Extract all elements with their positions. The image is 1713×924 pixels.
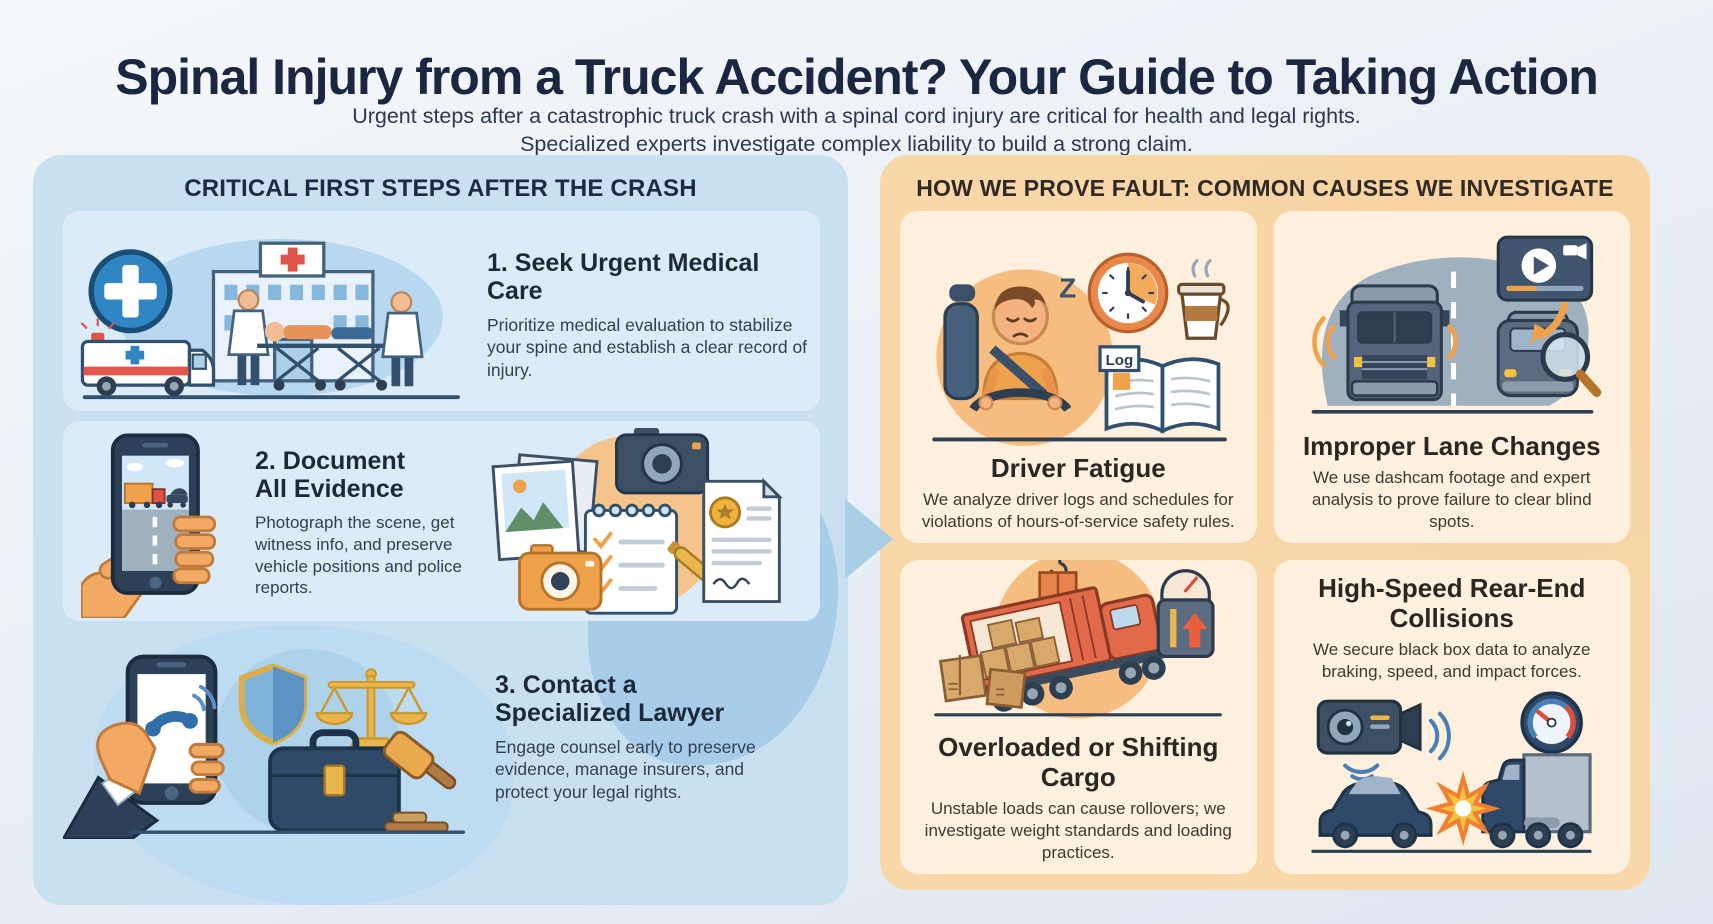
critical-steps-panel: CRITICAL FIRST STEPS AFTER THE CRASH [33,155,848,905]
arrow-icon [1539,301,1569,340]
photo-icon [491,453,599,562]
truck-front-icon [1340,284,1450,401]
medical-care-illustration [80,238,460,400]
medical-cross-icon [88,249,173,334]
cargo-illustration-wrap [923,560,1233,726]
scales-icon [315,668,428,750]
cause-title: Improper Lane Changes [1302,430,1601,461]
dashcam-icon [1316,699,1422,755]
step3-title: 3. Contact a Specialized Lawyer [495,671,725,727]
cause-card-lane-changes: Improper Lane Changes We use dashcam foo… [1273,211,1630,543]
rear-end-illustration-wrap [1304,683,1599,864]
cause-body: We secure black box data to analyze brak… [1312,639,1591,681]
gavel-icon [382,730,457,833]
right-panel-header: HOW WE PROVE FAULT: COMMON CAUSES WE INV… [916,175,1614,201]
cause-title: Overloaded or Shifting Cargo [938,731,1219,792]
legal-items-illustration [63,648,465,839]
camera-orange-icon [518,544,603,611]
ambulance-icon [80,318,216,397]
cause-body: We use dashcam footage and expert analys… [1311,467,1592,531]
camera-icon [615,428,710,495]
signal-waves-icon [1312,315,1458,368]
driver-fatigue-illustration: Z [932,252,1230,446]
step2-title: 2. Document All Evidence [255,447,406,503]
lane-change-illustration [1311,235,1602,414]
page-subtitle: Urgent steps after a catastrophic truck … [352,103,1361,156]
step-contact-lawyer: 3. Contact a Specialized Lawyer Engage c… [63,635,820,897]
step2-body: Photograph the scene, get witness info, … [255,513,462,598]
page-title: Spinal Injury from a Truck Accident? You… [115,48,1598,105]
cause-card-rear-end: High-Speed Rear-End Collisions We secure… [1273,560,1630,874]
cause-card-driver-fatigue: Z [900,211,1257,543]
sleep-z-text: Z [1059,272,1076,303]
video-player-icon [1496,235,1594,302]
explosion-icon [1425,770,1501,846]
step1-title: 1. Seek Urgent Medical Care [487,249,760,305]
boxes-icon [939,654,1027,709]
cause-body: We analyze driver logs and schedules for… [921,489,1235,531]
cargo-illustration [934,560,1223,719]
rear-end-illustration [1311,691,1592,853]
gripping-fingers [172,515,217,585]
sleepy-driver-icon [943,284,1072,412]
log-label-text: Log [1105,352,1133,369]
clock-icon [1087,252,1169,334]
speedometer-icon [1520,691,1584,754]
briefcase-icon [268,729,401,833]
cause-title: Driver Fatigue [990,452,1166,483]
step1-body: Prioritize medical evaluation to stabili… [487,315,808,380]
panel-connector-arrow [845,499,893,579]
notepad-icon [583,503,679,615]
car-icon [1318,776,1433,849]
lane-change-illustration-wrap [1299,221,1604,425]
cause-card-cargo: Overloaded or Shifting Cargo Unstable lo… [900,560,1257,874]
phone-photo-illustration [81,433,217,618]
truck-icon [1481,753,1592,849]
weight-scale-icon [1156,569,1215,658]
coffee-icon [1176,259,1230,340]
hand-icon [63,721,225,839]
shield-icon [238,663,308,746]
police-report-icon [702,477,783,604]
cause-title: High-Speed Rear-End Collisions [1318,573,1586,633]
step3-body: Engage counsel early to preserve evidenc… [495,737,756,802]
step-card-document-evidence: 2. Document All Evidence Photograph the … [63,421,820,621]
left-panel-header: CRITICAL FIRST STEPS AFTER THE CRASH [184,175,697,202]
logbook-icon: Log [1098,345,1221,434]
arrow-head [1530,323,1548,345]
step-card-medical-care: 1. Seek Urgent Medical Care Prioritize m… [63,211,820,411]
causes-grid: Z [900,211,1630,874]
driver-fatigue-illustration-wrap: Z [917,221,1240,447]
cause-body: Unstable loads can cause rollovers; we i… [924,798,1232,862]
evidence-items-illustration [491,428,783,615]
stretcher-patient-icon [227,289,424,391]
prove-fault-panel: HOW WE PROVE FAULT: COMMON CAUSES WE INV… [880,155,1650,890]
magnifier-icon [1540,331,1602,397]
